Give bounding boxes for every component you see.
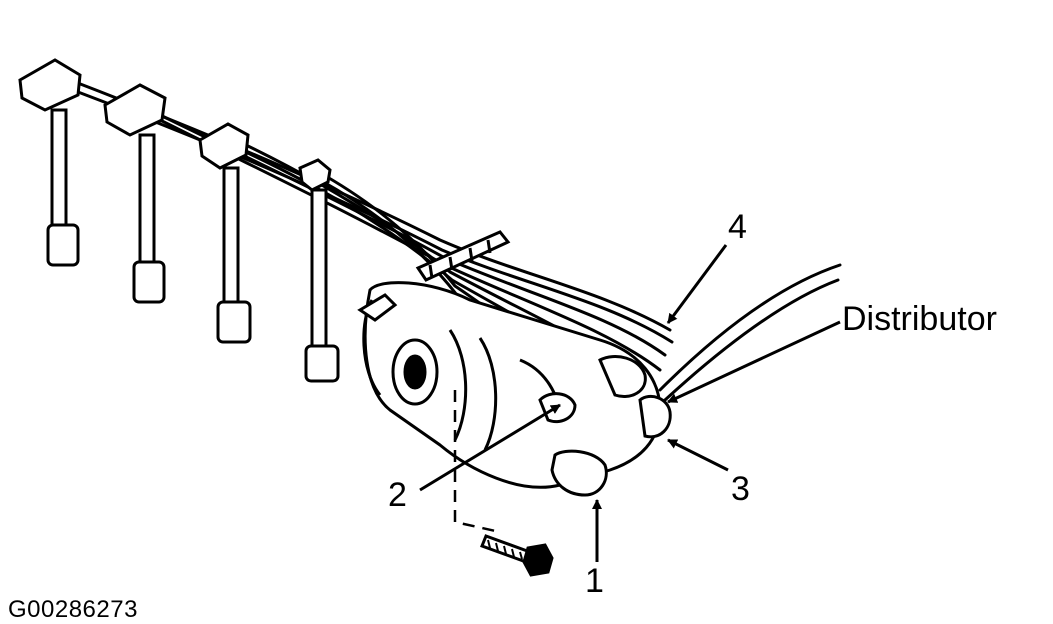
wire-loom-clip [415, 230, 511, 282]
distributor-body [357, 281, 672, 497]
callout-arrow-distributor [667, 320, 841, 404]
figure-code: G00286273 [8, 596, 138, 623]
bolt-guide-line [453, 390, 501, 534]
callout-label-2: 2 [388, 476, 407, 514]
callout-arrow-3 [667, 438, 729, 472]
callout-label-3: 3 [731, 470, 750, 508]
spark-plug-boot-1 [18, 58, 82, 267]
spark-plug-boot-3 [198, 122, 252, 344]
callout-arrows [419, 244, 841, 562]
callout-label-distributor: Distributor [842, 300, 997, 338]
callout-label-4: 4 [728, 208, 747, 246]
callout-arrow-4 [666, 244, 728, 324]
mounting-bolt-icon [480, 534, 554, 577]
callout-arrow-2 [419, 403, 561, 492]
callout-label-1: 1 [585, 562, 604, 600]
spark-plug-boot-4 [298, 158, 340, 383]
spark-plug-boot-2 [103, 83, 167, 304]
